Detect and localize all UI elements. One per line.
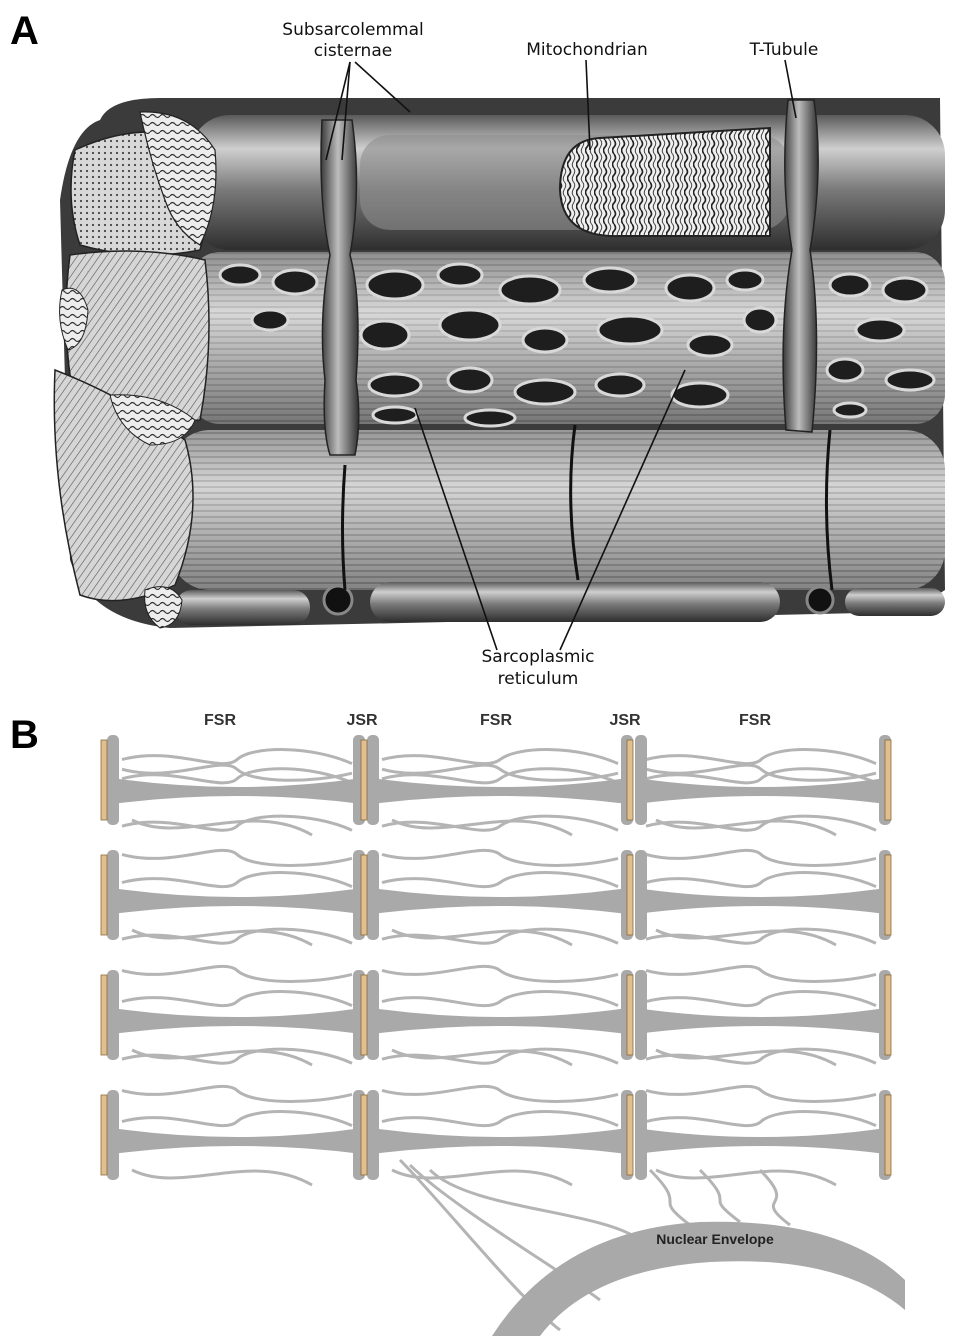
- fsr-tubule: [122, 966, 352, 981]
- junctional-sr: [635, 850, 647, 940]
- longitudinal-sr-band: [372, 888, 628, 914]
- t-tubules: [101, 740, 891, 1175]
- junctional-sr: [367, 850, 379, 940]
- longitudinal-sr-band: [112, 1008, 362, 1034]
- t-tubule-cross-section-right: [807, 587, 833, 613]
- t-tubule-membrane: [361, 740, 367, 820]
- fsr-tubule: [646, 966, 876, 981]
- sr-label-line1: Sarcoplasmic: [482, 647, 595, 667]
- t-tubule-membrane: [885, 1095, 891, 1175]
- fsr-tubule: [122, 750, 352, 764]
- longitudinal-sr-band: [636, 778, 886, 804]
- junctional-sr: [367, 735, 379, 825]
- longitudinal-sr-band: [636, 1128, 886, 1154]
- t-tubule-membrane: [885, 740, 891, 820]
- fsr-tubule: [646, 1086, 876, 1101]
- fsr-tubule: [382, 1086, 618, 1101]
- fsr-tubule: [646, 1112, 876, 1126]
- panel-a: A: [10, 9, 945, 689]
- fsr-tubule: [656, 1170, 836, 1185]
- bottom-tube-left: [175, 590, 310, 625]
- fsr-tubule: [122, 1112, 352, 1126]
- t-tubule-membrane: [101, 740, 107, 820]
- bottom-tube-right: [845, 588, 945, 616]
- perinuclear-sr-tubule: [760, 1170, 790, 1225]
- mitochondrion: [560, 128, 770, 236]
- fsr-tubule: [122, 1086, 352, 1101]
- longitudinal-sr-band: [112, 1128, 362, 1154]
- junctional-sr: [107, 970, 119, 1060]
- fsr-tubule: [646, 750, 876, 764]
- region-label-jsr-2: JSR: [609, 712, 641, 729]
- subsarcolemmal-label-line1: Subsarcolemmal: [282, 20, 423, 40]
- t-tubule-label: T-Tubule: [749, 40, 819, 60]
- sr-label-line2: reticulum: [498, 669, 579, 689]
- fsr-tubule: [646, 992, 876, 1006]
- t-tubule-membrane: [885, 975, 891, 1055]
- mitochondrion-label: Mitochondrian: [526, 40, 647, 60]
- longitudinal-sr-band: [372, 1008, 628, 1034]
- fsr-tubule: [122, 850, 352, 865]
- t-tubule-membrane: [627, 740, 633, 820]
- junctional-sr: [367, 1090, 379, 1180]
- t-tubule-membrane: [627, 1095, 633, 1175]
- fsr-tubule: [122, 873, 352, 887]
- t-tubule-membrane: [361, 855, 367, 935]
- longitudinal-sr-band: [372, 778, 628, 804]
- junctional-sr: [107, 1090, 119, 1180]
- longitudinal-sr-band: [372, 1128, 628, 1154]
- panel-b-letter: B: [10, 713, 39, 757]
- fsr-tubule: [382, 992, 618, 1006]
- region-label-fsr-2: FSR: [480, 712, 512, 729]
- region-label-jsr-1: JSR: [346, 712, 378, 729]
- fsr-tubule: [382, 873, 618, 887]
- region-label-fsr-1: FSR: [204, 712, 236, 729]
- fsr-tubule: [132, 1170, 312, 1185]
- longitudinal-sr-band: [112, 778, 362, 804]
- junctional-sr: [367, 970, 379, 1060]
- panel-a-letter: A: [10, 9, 39, 53]
- junctional-sr: [107, 850, 119, 940]
- t-tubule-membrane: [101, 1095, 107, 1175]
- fsr-tubule: [382, 750, 618, 764]
- t-tubule-membrane: [885, 855, 891, 935]
- fsr-tubule: [382, 1112, 618, 1126]
- nuclear-envelope-label: Nuclear Envelope: [656, 1231, 774, 1247]
- t-tubule-membrane: [101, 855, 107, 935]
- t-tubule-membrane: [101, 975, 107, 1055]
- region-label-fsr-3: FSR: [739, 712, 771, 729]
- fsr-tubule: [382, 850, 618, 865]
- subsarcolemmal-cisterna: [321, 120, 359, 455]
- junctional-sr: [107, 735, 119, 825]
- fsr-tubule: [122, 992, 352, 1006]
- junctional-sr: [635, 970, 647, 1060]
- panel-b: B FSR JSR FSR JSR FSR Nuclear Envelope: [10, 712, 905, 1336]
- junctional-sr: [635, 1090, 647, 1180]
- t-tubule-membrane: [627, 855, 633, 935]
- junctional-sr-cisternae: [107, 735, 891, 1180]
- t-tubule-membrane: [361, 975, 367, 1055]
- longitudinal-sr-band: [112, 888, 362, 914]
- t-tubule-membrane: [361, 1095, 367, 1175]
- fsr-tubule: [646, 873, 876, 887]
- longitudinal-sr-band: [636, 1008, 886, 1034]
- longitudinal-sr-band: [636, 888, 886, 914]
- t-tubule-membrane: [627, 975, 633, 1055]
- junctional-sr: [635, 735, 647, 825]
- t-tubule-cross-section-left: [324, 586, 352, 614]
- fsr-tubule: [382, 966, 618, 981]
- subsarcolemmal-label-line2: cisternae: [314, 41, 392, 61]
- fsr-tubule: [646, 850, 876, 865]
